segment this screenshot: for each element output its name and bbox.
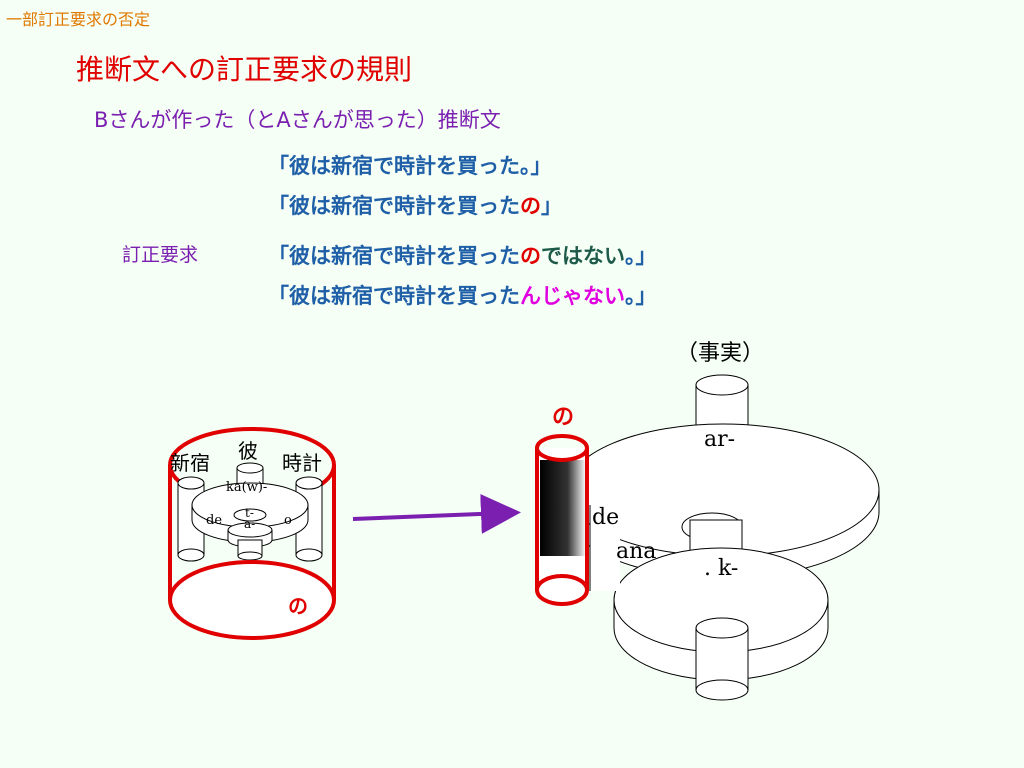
sentence-2: 「彼は新宿で時計を買ったの」 [268, 190, 562, 220]
right-cylinder-diagram: （事実） の ar- de ana . k- [535, 341, 880, 701]
label-ar: ar- [704, 427, 735, 452]
sentence-3: 「彼は新宿で時計を買ったのではない。」 [268, 240, 657, 270]
label-kare: 彼 [238, 439, 258, 463]
label-no-right: の [552, 405, 574, 430]
label-fact: （事実） [676, 341, 764, 366]
section-title: 一部訂正要求の否定 [6, 10, 151, 29]
left-cylinder-diagram: 新宿 彼 時計 ka(w)- t- a- de o の [168, 427, 336, 640]
sentence-4-end: 。」 [625, 284, 657, 308]
sentence-1-text: 「彼は新宿で時計を買った。」 [268, 154, 552, 178]
sentence-4-text: 「彼は新宿で時計を買った [268, 284, 520, 308]
sentence-3-end: 。」 [625, 244, 657, 268]
sentence-4: 「彼は新宿で時計を買ったんじゃない。」 [268, 280, 657, 310]
label-o: o [284, 513, 292, 528]
label-tokei: 時計 [282, 451, 322, 475]
slide-title: 推断文への訂正要求の規則 [76, 53, 413, 86]
sentence-3-text: 「彼は新宿で時計を買った [268, 244, 520, 268]
label-ana: ana [616, 539, 656, 564]
label-t: t- [245, 506, 254, 520]
arrow [352, 493, 521, 534]
sentence-3-dewanai: ではない [541, 244, 625, 268]
label-k: . k- [704, 556, 738, 581]
subtitle: Bさんが作った（とAさんが思った）推断文 [94, 108, 501, 132]
teisei-label: 訂正要求 [122, 244, 199, 266]
sentence-2-text: 「彼は新宿で時計を買った [268, 194, 520, 218]
sentence-1: 「彼は新宿で時計を買った。」 [268, 150, 552, 180]
sentence-2-end: 」 [541, 194, 562, 218]
label-de-right: de [592, 505, 619, 530]
sentence-2-no: の [520, 194, 541, 218]
sentence-3-no: の [520, 244, 541, 268]
label-shinjuku: 新宿 [170, 451, 210, 475]
label-a: a- [244, 517, 255, 531]
label-kaw: ka(w)- [226, 480, 267, 495]
label-de-left: de [206, 513, 222, 528]
label-no-left: の [288, 594, 308, 618]
sentence-4-njanai: んじゃない [520, 284, 625, 308]
